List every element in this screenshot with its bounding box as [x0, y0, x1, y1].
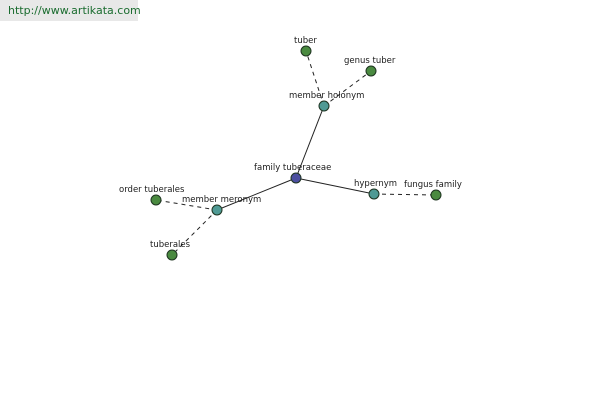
- node-leaf-tuberales[interactable]: [166, 249, 178, 261]
- label-leaf-tuberales: tuberales: [150, 240, 191, 250]
- node-leaf-fungus-family[interactable]: [430, 189, 442, 201]
- node-leaf-order-tuberales[interactable]: [150, 194, 162, 206]
- label-leaf-genus-tuber: genus tuber: [344, 56, 396, 66]
- edge-member-meronym-to-tuberales: [171, 209, 218, 256]
- edge-center-to-member-meronym: [216, 177, 297, 211]
- node-leaf-tuber[interactable]: [300, 45, 312, 57]
- label-relation-member-meronym: member meronym: [182, 195, 261, 205]
- graph-edges: [155, 50, 437, 256]
- graph-nodes: [150, 45, 442, 261]
- label-leaf-tuber: tuber: [294, 36, 317, 46]
- graph-labels: family tuberaceae member holonym tuber genu…: [119, 36, 462, 250]
- source-banner: http://www.artikata.com: [0, 0, 141, 21]
- label-leaf-fungus-family: fungus family: [404, 180, 462, 190]
- node-center-family-tuberaceae[interactable]: [290, 172, 302, 184]
- label-relation-hypernym: hypernym: [354, 179, 397, 189]
- source-link[interactable]: http://www.artikata.com: [8, 4, 141, 17]
- edge-member-meronym-to-order-tuberales: [155, 199, 218, 211]
- edge-center-to-hypernym: [295, 177, 375, 195]
- node-relation-member-meronym[interactable]: [211, 204, 223, 216]
- label-relation-member-holonym: member holonym: [289, 91, 364, 101]
- label-leaf-order-tuberales: order tuberales: [119, 185, 185, 195]
- edge-member-holonym-to-tuber: [305, 50, 325, 107]
- label-center-family-tuberaceae: family tuberaceae: [254, 163, 331, 173]
- node-leaf-genus-tuber[interactable]: [365, 65, 377, 77]
- edge-member-holonym-to-genus-tuber: [323, 70, 372, 107]
- node-relation-hypernym[interactable]: [368, 188, 380, 200]
- edge-hypernym-to-fungus-family: [373, 193, 437, 196]
- node-relation-member-holonym[interactable]: [318, 100, 330, 112]
- edge-center-to-member-holonym: [295, 105, 325, 179]
